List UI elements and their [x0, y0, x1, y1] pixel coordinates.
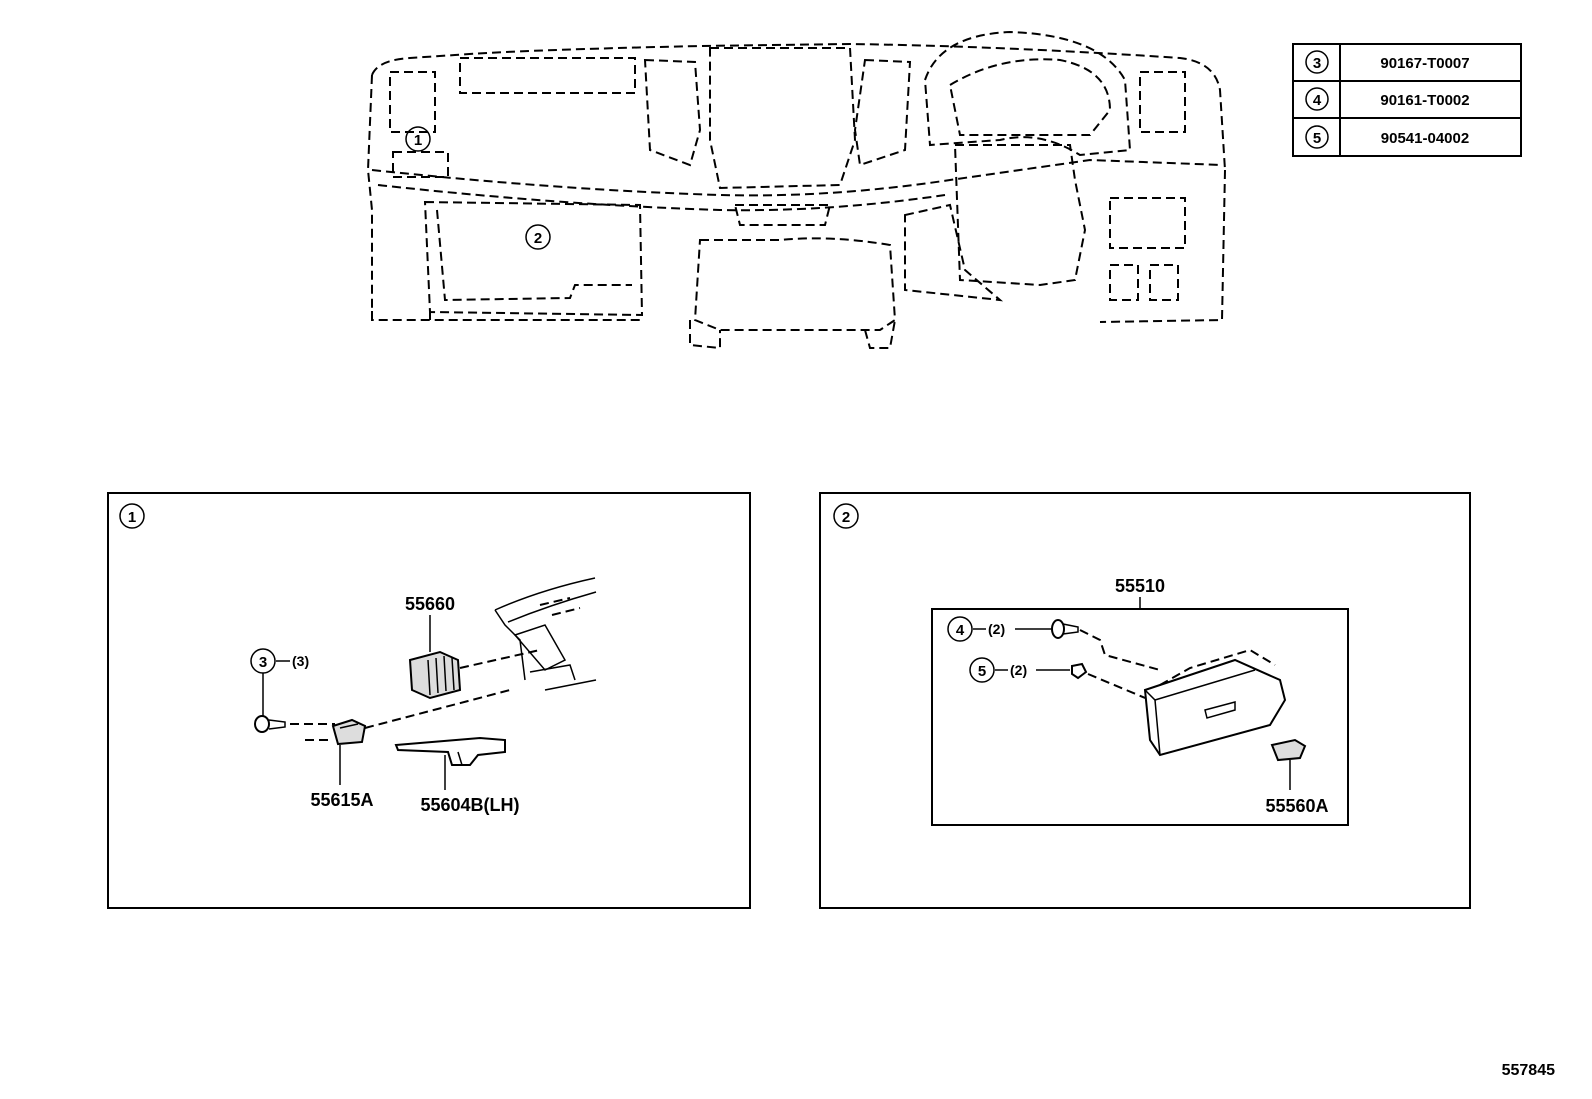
- clip-mark-5: 5: [978, 663, 986, 680]
- screw-mark-4: 4: [956, 622, 965, 639]
- part-label-vent: 55660: [405, 594, 455, 614]
- cover-part: [394, 736, 506, 766]
- panel-1-mark: 1: [128, 509, 136, 526]
- reference-table: 3 90167-T0007 4 90161-T0002 5 90541-0400…: [1292, 43, 1522, 157]
- detail-panel-2: 2 55510 4 (2) 5 (2): [819, 492, 1471, 909]
- table-row: 5 90541-04002: [1305, 125, 1469, 149]
- panel-2-mark: 2: [842, 509, 850, 526]
- latch-part: [1270, 738, 1307, 762]
- glovebox-part: [1143, 648, 1287, 757]
- row-part-number: 90541-04002: [1381, 130, 1469, 147]
- vent-part: [408, 650, 462, 700]
- table-row: 4 90161-T0002: [1305, 87, 1470, 111]
- fastener-qty: (3): [292, 653, 309, 669]
- part-label-latch: 55560A: [1265, 796, 1328, 816]
- table-row: 3 90167-T0007: [1305, 50, 1470, 74]
- diagram-id: 557845: [1502, 1062, 1555, 1079]
- clip-part: [1071, 662, 1088, 680]
- row-part-number: 90167-T0007: [1380, 55, 1469, 72]
- row-mark: 3: [1313, 55, 1321, 72]
- screw-qty: (2): [988, 621, 1005, 637]
- row-mark: 4: [1313, 92, 1322, 109]
- clip-qty: (2): [1010, 662, 1027, 678]
- row-mark: 5: [1313, 130, 1321, 147]
- row-part-number: 90161-T0002: [1380, 92, 1469, 109]
- screw-part: [1051, 619, 1079, 639]
- dashboard-overview: 1 2: [366, 30, 1226, 350]
- part-label-cover: 55604B(LH): [420, 795, 519, 815]
- overview-callout-2: 2: [534, 230, 542, 247]
- fastener-mark-3: 3: [259, 654, 267, 671]
- clip-fastener: [254, 715, 286, 733]
- detail-panel-1: 1 55660 3 (3): [107, 492, 751, 909]
- part-label-bracket: 55615A: [310, 790, 373, 810]
- overview-callout-1: 1: [414, 132, 422, 149]
- part-label-assembly: 55510: [1115, 576, 1165, 596]
- bracket-part: [331, 718, 367, 746]
